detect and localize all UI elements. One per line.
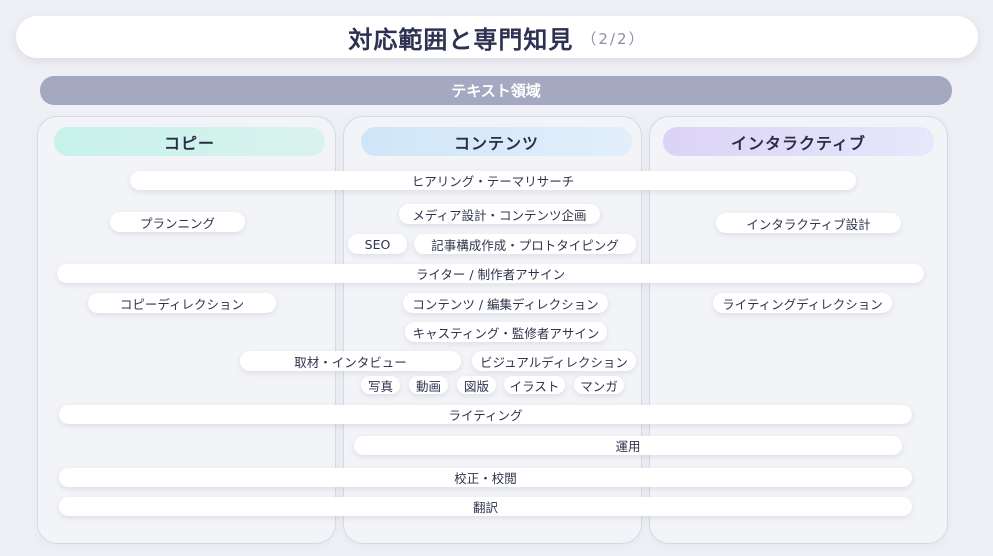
item-article-structure-prototyping: 記事構成作成・プロトタイピング — [414, 234, 636, 254]
item-seo: SEO — [348, 234, 407, 254]
item-manga: マンガ — [574, 376, 624, 394]
text-domain-banner: テキスト領域 — [40, 76, 952, 105]
item-content-edit-direction: コンテンツ / 編集ディレクション — [403, 293, 608, 313]
title-bar: 対応範囲と専門知見 （2/2） — [16, 16, 978, 58]
item-translation: 翻訳 — [59, 497, 912, 516]
item-writing: ライティング — [59, 405, 912, 424]
column-heading-content: コンテンツ — [361, 127, 632, 156]
item-illustration: イラスト — [504, 376, 565, 394]
item-interactive-design: インタラクティブ設計 — [716, 213, 901, 233]
column-heading-interactive: インタラクティブ — [663, 127, 934, 156]
item-writer-creator-assign: ライター / 制作者アサイン — [57, 264, 924, 283]
item-proofreading: 校正・校閲 — [59, 468, 912, 487]
item-media-content-planning: メディア設計・コンテンツ企画 — [399, 204, 600, 224]
page-title: 対応範囲と専門知見 — [348, 25, 574, 54]
item-writing-direction: ライティングディレクション — [713, 293, 892, 313]
item-visual-direction: ビジュアルディレクション — [472, 351, 636, 371]
item-video: 動画 — [409, 376, 448, 394]
item-photo: 写真 — [361, 376, 400, 394]
item-hearing-theme-research: ヒアリング・テーマリサーチ — [130, 171, 856, 190]
item-casting-supervisor-assign: キャスティング・監修者アサイン — [405, 322, 607, 342]
item-operation: 運用 — [354, 436, 902, 455]
page-indicator: （2/2） — [581, 30, 646, 48]
column-heading-copy: コピー — [54, 127, 325, 156]
item-interview-coverage: 取材・インタビュー — [240, 351, 461, 371]
item-diagram: 図版 — [457, 376, 496, 394]
item-copy-direction: コピーディレクション — [88, 293, 276, 313]
item-planning: プランニング — [110, 212, 245, 232]
